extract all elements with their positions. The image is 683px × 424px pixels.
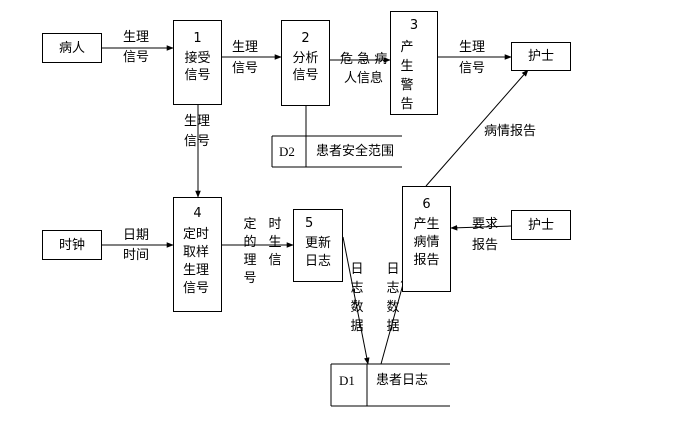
process-1-number: 1	[193, 31, 202, 46]
process-6-line2: 病情	[413, 235, 440, 250]
entity-nurse-top-label: 护士	[527, 49, 554, 64]
process-2: 2 分析 信号	[281, 20, 330, 106]
flow-label-p3-nurse-line2: 信号	[459, 61, 486, 76]
process-6: 6 产生 病情 报告	[402, 186, 451, 292]
arrow-nurse-p6	[450, 224, 512, 231]
flow-label-p1-p2-line1: 生理	[232, 40, 259, 55]
process-1-line2: 信号	[184, 68, 211, 83]
entity-patient: 病人	[42, 33, 102, 63]
data-store-d1	[330, 363, 450, 407]
flow-label-patient-p1-line1: 生理	[123, 30, 150, 45]
process-1: 1 接受 信号	[173, 20, 222, 105]
flow-label-clock-p4-line1: 日期	[123, 228, 150, 243]
flow-label-p2-p3-line1: 危 急 病	[340, 52, 388, 67]
process-1-line1: 接受	[184, 51, 211, 66]
process-2-number: 2	[301, 31, 310, 46]
flow-label-p1-p4-line2: 信号	[184, 134, 211, 149]
flow-label-p6-nurse: 病情报告	[484, 124, 537, 139]
flow-label-patient-p1-line2: 信号	[123, 50, 150, 65]
flow-label-p5-d1: 日志数据	[350, 262, 364, 334]
process-6-number: 6	[422, 197, 431, 212]
flow-label-p4-p5-a: 定的理号	[243, 217, 257, 286]
process-3-number: 3	[409, 18, 419, 33]
process-5-line2: 日志	[304, 254, 331, 269]
process-4: 4 定时取样生理信号	[173, 197, 222, 312]
entity-nurse-mid-label: 护士	[527, 218, 554, 233]
data-store-d1-name: 患者日志	[376, 373, 429, 388]
data-store-d2-name: 患者安全范围	[316, 144, 395, 159]
flow-label-p3-nurse-line1: 生理	[459, 40, 486, 55]
data-store-d2	[271, 135, 402, 168]
flow-label-clock-p4-line2: 时间	[123, 248, 150, 263]
process-4-number: 4	[193, 206, 202, 221]
process-4-label: 定时取样生理信号	[183, 227, 210, 296]
process-3-label: 产生警告	[400, 40, 414, 112]
flow-label-nurse-p6-line2: 报告	[472, 238, 499, 253]
process-3: 3 产生警告	[390, 11, 438, 115]
process-5-line1: 更新	[304, 236, 331, 251]
arrow-p6-nurse	[425, 69, 529, 187]
flow-label-p1-p2-line2: 信号	[232, 61, 259, 76]
process-2-line1: 分析	[292, 51, 319, 66]
flow-label-nurse-p6-line1: 要求	[472, 217, 499, 232]
flow-label-p4-p5-b: 时生信	[268, 217, 282, 268]
process-6-line3: 报告	[413, 253, 440, 268]
flow-label-d1-p6: 日志数据	[386, 262, 400, 334]
process-5: 5 更新 日志	[293, 209, 343, 282]
entity-clock: 时钟	[42, 230, 102, 260]
arrow-d1-p6	[380, 276, 407, 365]
arrow-p5-d1	[342, 236, 370, 365]
entity-nurse-mid: 护士	[511, 210, 571, 240]
data-store-d2-id: D2	[279, 144, 295, 159]
entity-nurse-top: 护士	[511, 42, 571, 71]
process-5-number: 5	[305, 216, 314, 231]
entity-patient-label: 病人	[58, 41, 85, 56]
flow-label-p2-p3-line2: 人信息	[344, 71, 384, 86]
data-store-d1-id: D1	[339, 373, 355, 388]
flow-label-p1-p4-line1: 生理	[184, 114, 211, 129]
process-2-line2: 信号	[292, 68, 319, 83]
entity-clock-label: 时钟	[58, 238, 85, 253]
process-6-line1: 产生	[413, 217, 440, 232]
